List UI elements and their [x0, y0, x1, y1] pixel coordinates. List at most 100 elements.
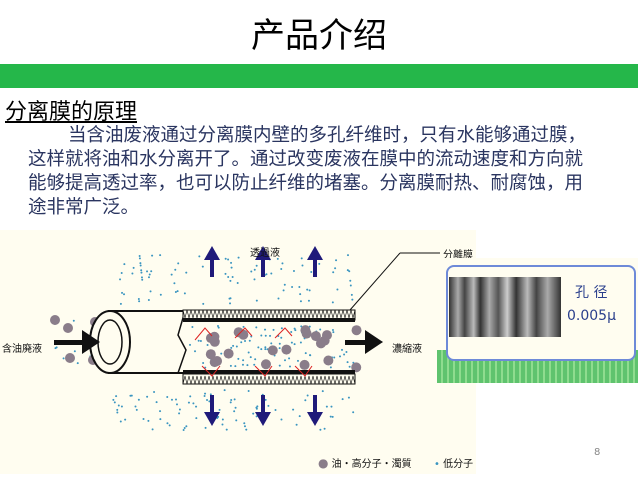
particle: [217, 326, 220, 329]
particle: [293, 343, 296, 346]
membrane-label: 分離膜: [443, 250, 473, 261]
particle: [255, 326, 258, 329]
particle: [233, 410, 236, 413]
particle: [153, 391, 156, 394]
particle: [138, 300, 141, 303]
particle: [270, 342, 273, 345]
particle: [267, 404, 270, 407]
particle: [230, 261, 233, 264]
particle: [308, 289, 311, 292]
particle: [65, 353, 75, 363]
particle: [347, 396, 350, 399]
particle: [132, 266, 135, 269]
membrane-diagram: 含油廃液 透過液 濃縮液 分離膜 ● 油・高分子・濁質 • 低分子: [0, 230, 476, 474]
particle: [260, 334, 263, 337]
particle: [283, 283, 286, 286]
particle: [351, 298, 354, 301]
inlet-label: 含油廃液: [2, 344, 42, 355]
particle: [205, 349, 216, 360]
particle: [150, 270, 153, 273]
particle: [245, 428, 248, 431]
particle: [137, 398, 140, 401]
particle: [227, 275, 230, 278]
particle: [301, 264, 304, 267]
particle: [139, 262, 142, 265]
particle: [173, 282, 176, 285]
particle: [189, 343, 192, 346]
particle: [264, 334, 267, 337]
particle: [260, 359, 271, 370]
particle: [325, 405, 328, 408]
particle: [237, 256, 240, 259]
section-heading: 分离膜的原理: [5, 100, 138, 125]
particle: [229, 364, 232, 367]
particle: [216, 325, 219, 328]
particle: [151, 254, 154, 257]
particle: [300, 257, 303, 260]
particle: [345, 351, 348, 354]
particle: [218, 408, 221, 411]
particle: [178, 408, 181, 411]
particle: [300, 325, 311, 336]
particle: [315, 338, 326, 349]
particle: [349, 284, 352, 287]
particle: [255, 415, 258, 418]
particle: [310, 331, 321, 342]
particle: [209, 393, 212, 396]
particle: [223, 348, 234, 359]
particle: [274, 408, 277, 411]
particle: [195, 417, 198, 420]
particle: [290, 341, 293, 344]
particle: [147, 276, 150, 279]
particle: [140, 276, 143, 279]
particle: [116, 411, 119, 414]
particle: [293, 327, 296, 330]
particle: [290, 331, 293, 334]
particle: [229, 297, 232, 300]
particle: [235, 419, 238, 422]
particle: [198, 255, 201, 258]
particle: [335, 259, 338, 262]
particle: [204, 392, 207, 395]
particle: [298, 286, 301, 289]
particle: [264, 348, 267, 351]
particle: [294, 329, 297, 332]
particle: [242, 325, 245, 328]
particle: [206, 398, 209, 401]
particle: [280, 327, 283, 330]
particle: [331, 301, 334, 304]
particle: [230, 346, 233, 349]
arrow-up-icon: [204, 246, 220, 277]
particle: [220, 352, 223, 355]
particle: [253, 278, 256, 281]
particle: [321, 330, 332, 341]
particle: [351, 325, 362, 336]
particle: [343, 353, 346, 356]
arrow-down-icon: [307, 395, 323, 426]
particle: [283, 359, 286, 362]
particle: [244, 340, 247, 343]
particle: [168, 424, 171, 427]
particle: [319, 328, 322, 331]
particle: [299, 341, 302, 344]
particle: [247, 389, 250, 392]
particle: [306, 394, 309, 397]
particle: [131, 272, 134, 275]
particle: [159, 410, 162, 413]
particle: [135, 408, 138, 411]
particle: [134, 405, 137, 408]
particle: [147, 298, 150, 301]
particle: [199, 339, 202, 342]
particle: [334, 267, 337, 270]
particle: [330, 405, 333, 408]
particle: [253, 363, 256, 366]
particle: [149, 290, 152, 293]
particle: [241, 363, 244, 366]
particle: [72, 319, 75, 322]
particle: [336, 288, 339, 291]
particle: [140, 269, 143, 272]
particle: [260, 348, 263, 351]
particle: [319, 428, 322, 431]
particle: [225, 428, 228, 431]
permeate-label: 透過液: [250, 248, 280, 259]
